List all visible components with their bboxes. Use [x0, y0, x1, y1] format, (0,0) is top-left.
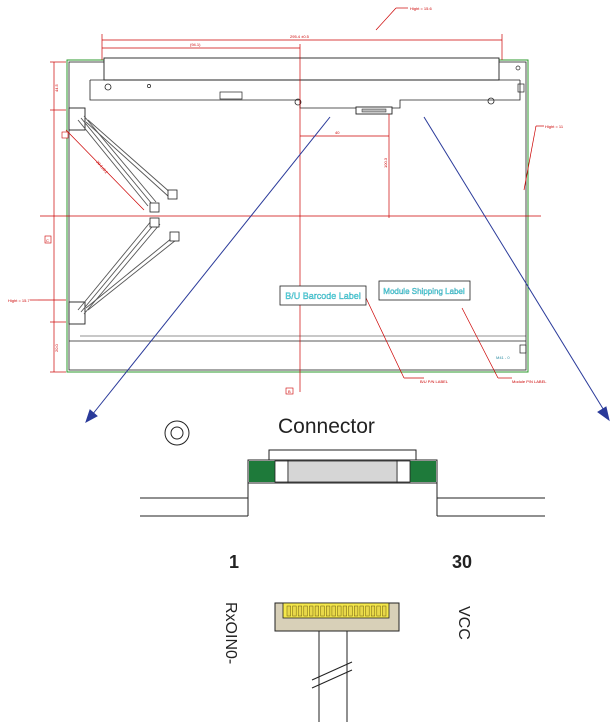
top-rail	[103, 57, 500, 81]
dim-center-offset: 40	[335, 130, 340, 135]
signal-first: RxOIN0-	[222, 602, 239, 664]
dim-center-height: 100.3	[383, 157, 388, 168]
connector-green-left	[249, 461, 275, 482]
plug-pin	[303, 605, 308, 617]
connector-detail	[140, 420, 545, 517]
dim-left-bottom: 20.0	[54, 343, 59, 352]
bu-callout: B/U P/N LABEL	[420, 379, 449, 384]
signal-last: VCC	[455, 606, 472, 640]
dim-left-marker: Hight = 15.7	[8, 298, 30, 303]
connector-title: Connector	[278, 415, 375, 438]
datum-box	[285, 387, 294, 395]
connector-post-left	[274, 460, 289, 483]
plug-pin	[320, 605, 325, 617]
panel-tag: M41 - 0	[496, 355, 510, 360]
wire-connector	[169, 231, 180, 242]
module-callout: Module P/N LABEL	[512, 379, 547, 384]
wire-connector	[149, 202, 160, 213]
mount-hole	[515, 65, 521, 71]
bu-barcode-label-text: B/U Barcode Label	[285, 291, 361, 301]
pin-first-number: 1	[229, 552, 239, 572]
module-shipping-label	[378, 280, 471, 301]
cable-break	[311, 669, 353, 689]
wire-connector	[149, 217, 160, 228]
plug-pin	[337, 605, 342, 617]
connector-latch	[268, 449, 417, 461]
plug-pin	[326, 605, 331, 617]
dim-side-height: Hight = 11	[545, 124, 564, 129]
mount-hole	[294, 98, 302, 106]
module-shipping-label-text: Module Shipping Label	[383, 287, 465, 296]
bracket-tab	[517, 83, 525, 93]
connector-body	[287, 460, 398, 483]
datum-box	[61, 131, 69, 139]
bracket-tab	[219, 91, 243, 100]
drawing-connector-inner	[361, 108, 387, 113]
connector-green-right	[410, 461, 436, 482]
plug-pin	[286, 605, 291, 617]
lamp-block-top	[68, 107, 86, 131]
bracket-outline	[89, 80, 521, 109]
datum-label: C	[46, 238, 49, 243]
plug-pin	[348, 605, 353, 617]
datum-label: B	[288, 389, 291, 394]
dim-top-height: Hight = 15.6	[410, 6, 432, 11]
plug-pin	[309, 605, 314, 617]
cable-break	[311, 661, 353, 681]
dim-left-top: 44.5	[54, 83, 59, 92]
plug-pin	[376, 605, 381, 617]
plug-pin	[297, 605, 303, 617]
plug-pin	[314, 605, 319, 617]
dim-sub-width: (94.1)	[190, 42, 201, 47]
plug-pin	[359, 605, 364, 617]
plug-pins	[286, 605, 387, 617]
plug-pin	[382, 605, 387, 617]
bracket-tab	[519, 344, 527, 354]
bu-barcode-label	[279, 285, 367, 306]
wire-connector	[167, 189, 178, 200]
lamp-block-bottom	[68, 301, 86, 325]
pin-last-number: 30	[452, 552, 472, 572]
plug-pin	[365, 605, 370, 617]
screw-hole-inner	[170, 426, 184, 440]
datum-box	[44, 235, 52, 244]
lamp-wires	[77, 115, 177, 315]
mount-hole	[104, 83, 112, 91]
cable-plug	[274, 602, 400, 722]
module-outline-drawing: Hight = 15.6 295.4 ±0.5 (94.1) Hight = 1…	[8, 6, 564, 395]
dim-overall-width: 295.4 ±0.5	[290, 34, 310, 39]
detail-arrows	[85, 116, 610, 424]
mount-hole	[147, 84, 151, 88]
plug-pin	[342, 605, 347, 617]
plug-pin	[331, 605, 336, 617]
plug-pin	[354, 605, 359, 617]
plug-pin	[292, 605, 297, 617]
connector-post-right	[396, 460, 411, 483]
mount-hole	[487, 97, 495, 105]
arrow-head-left	[85, 409, 98, 424]
plug-pin	[370, 605, 376, 617]
arrow-head-right	[597, 406, 610, 422]
